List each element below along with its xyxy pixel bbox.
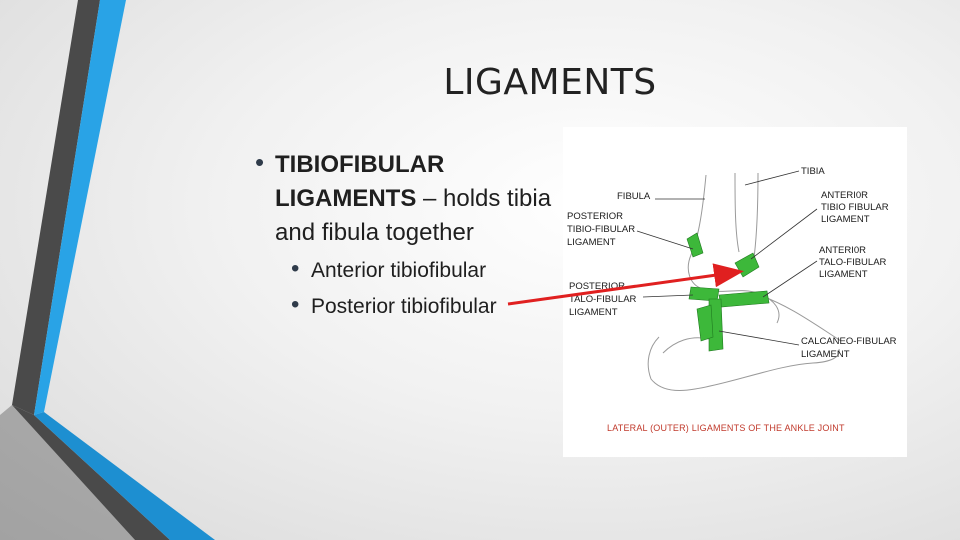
calcaneofibular-ligament-branch bbox=[696, 304, 714, 342]
ankle-ligament-diagram: TIBIA FIBULA ANTERI0R TIBIO FIBULAR LIGA… bbox=[563, 127, 907, 457]
slide-body: • TIBIOFIBULAR LIGAMENTS – holds tibia a… bbox=[255, 147, 555, 322]
label-ant-tib-fib-2: TIBIO FIBULAR bbox=[821, 202, 889, 213]
fibula-outline bbox=[687, 174, 707, 290]
leader-lines bbox=[636, 170, 818, 346]
leader-post-tib-fib bbox=[636, 230, 694, 250]
label-ant-talo-fib-2: TALO-FIBULAR bbox=[819, 257, 887, 268]
leader-ant-talo-fib bbox=[762, 260, 818, 298]
bullet-main-strong: TIBIOFIBULAR LIGAMENTS bbox=[275, 151, 445, 212]
deco-dark-band-bottom bbox=[12, 405, 170, 540]
label-calc-fib-1: CALCANEO-FIBULAR bbox=[801, 336, 897, 347]
anterior-tibiofibular-ligament bbox=[734, 252, 760, 278]
posterior-tibiofibular-ligament bbox=[686, 232, 704, 258]
bullet-main: • TIBIOFIBULAR LIGAMENTS – holds tibia a… bbox=[255, 147, 555, 250]
anterior-talofibular-ligament bbox=[718, 290, 770, 308]
ankle-diagram-svg: TIBIA FIBULA ANTERI0R TIBIO FIBULAR LIGA… bbox=[567, 166, 897, 433]
bullet-dot-icon: • bbox=[255, 147, 265, 177]
deco-blue-band bbox=[34, 0, 126, 415]
label-tibia: TIBIA bbox=[801, 166, 825, 177]
slide-title: LIGAMENTS bbox=[443, 62, 657, 103]
label-post-talo-fib-1: POSTERIOR bbox=[569, 281, 625, 292]
label-ant-talo-fib-1: ANTERI0R bbox=[819, 245, 866, 256]
label-ant-tib-fib-1: ANTERI0R bbox=[821, 190, 868, 201]
leader-tibia bbox=[744, 170, 800, 186]
label-ant-tib-fib-3: LIGAMENT bbox=[821, 214, 870, 225]
label-post-talo-fib-3: LIGAMENT bbox=[569, 307, 618, 318]
label-post-tib-fib-2: TIBIO-FIBULAR bbox=[567, 224, 635, 235]
sub-bullet-anterior: • Anterior tibiofibular bbox=[291, 255, 555, 286]
calcaneus-outline bbox=[647, 336, 840, 392]
tibia-outline-right bbox=[752, 172, 759, 266]
label-ant-talo-fib-3: LIGAMENT bbox=[819, 269, 868, 280]
sub-bullet-text: Anterior tibiofibular bbox=[311, 259, 487, 282]
sub-bullet-posterior: • Posterior tibiofibular bbox=[291, 291, 555, 322]
deco-blue-band-bottom bbox=[34, 412, 215, 540]
sub-bullet-text: Posterior tibiofibular bbox=[311, 295, 497, 318]
label-fibula: FIBULA bbox=[617, 191, 651, 202]
label-post-tib-fib-1: POSTERIOR bbox=[567, 211, 623, 222]
leader-calc-fib bbox=[718, 330, 800, 346]
bullet-dot-icon: • bbox=[291, 291, 300, 318]
bullet-dot-icon: • bbox=[291, 255, 300, 282]
bullet-main-rest: – holds tibia and fibula together bbox=[275, 185, 552, 246]
tibia-outline-left bbox=[734, 172, 740, 253]
ligaments bbox=[686, 232, 770, 352]
foot-top-outline bbox=[758, 294, 842, 342]
label-post-tib-fib-3: LIGAMENT bbox=[567, 237, 616, 248]
deco-light-band-bottom bbox=[0, 405, 135, 540]
leader-ant-tib-fib bbox=[750, 208, 818, 260]
label-calc-fib-2: LIGAMENT bbox=[801, 349, 850, 360]
leader-post-talo-fib bbox=[642, 294, 694, 298]
deco-gray-band bbox=[12, 0, 100, 415]
label-post-talo-fib-2: TALO-FIBULAR bbox=[569, 294, 637, 305]
figure-caption: LATERAL (OUTER) LIGAMENTS OF THE ANKLE J… bbox=[607, 423, 845, 433]
